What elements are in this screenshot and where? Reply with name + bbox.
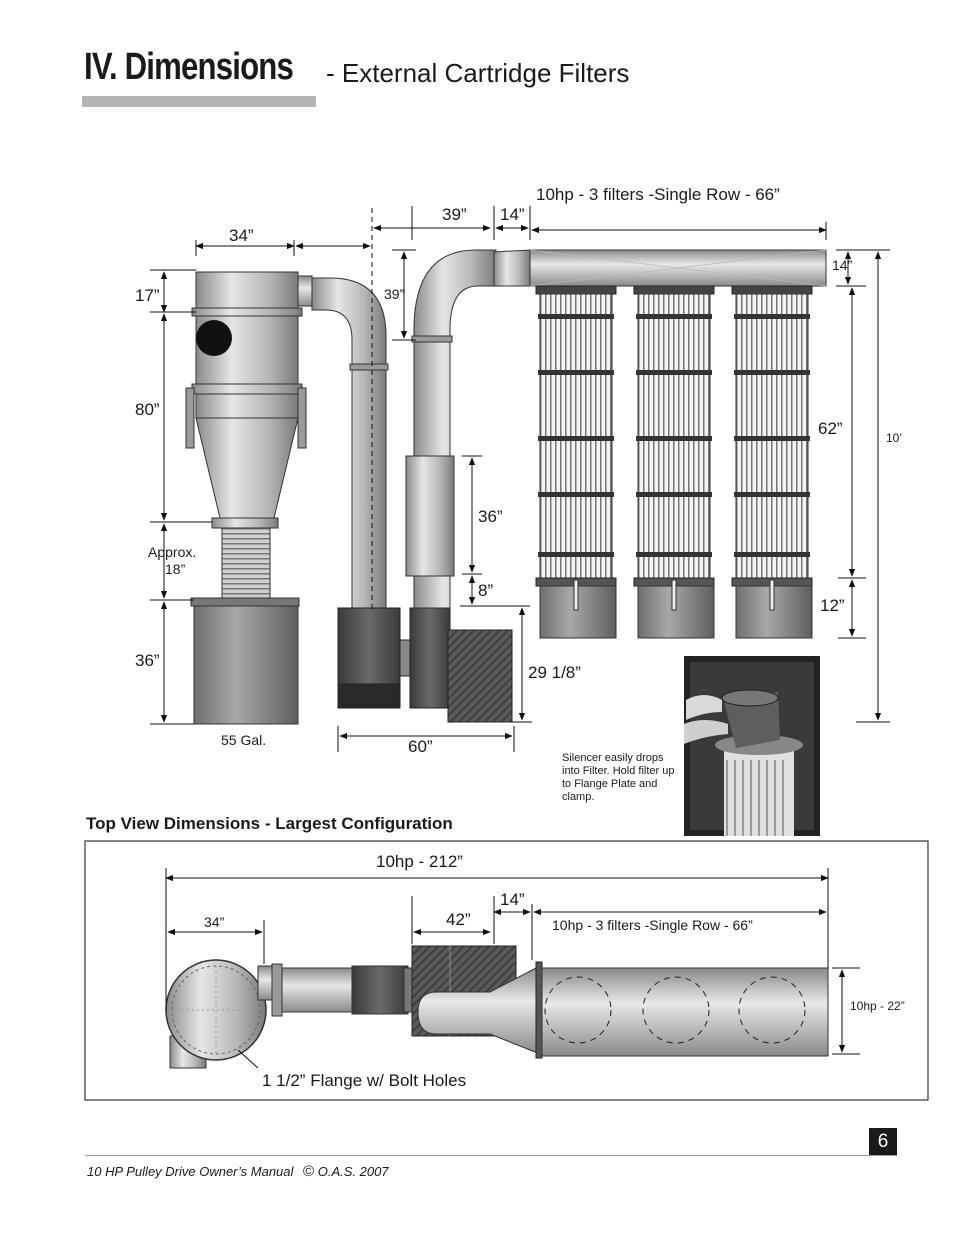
photo-caption: Silencer easily drops into Filter. Hold … [562, 752, 675, 803]
page-title: IV. Dimensions [84, 46, 294, 88]
dim-8-label: 8” [478, 581, 494, 600]
dim-width-label: 10hp - 22” [850, 999, 905, 1013]
duct-2 [405, 249, 531, 609]
page-subtitle: - External Cartridge Filters [326, 58, 630, 88]
flange-callout-label: 1 1/2” Flange w/ Bolt Holes [262, 1071, 467, 1090]
top-dimension-lines [165, 868, 860, 1055]
dim-36-left-label: 36” [135, 651, 160, 670]
dim-filters-row-topview-label: 10hp - 3 filters -Single Row - 66” [552, 917, 753, 933]
dim-39-vert-label: 39” [384, 286, 405, 302]
page-number: 6 [869, 1128, 897, 1156]
dim-18-label: 18” [165, 561, 186, 577]
blower [337, 593, 513, 723]
top-view-drawing [165, 945, 829, 1069]
dim-filters-row-label: 10hp - 3 filters -Single Row - 66” [536, 185, 780, 204]
flange-plate [529, 249, 827, 287]
collection-drum [193, 605, 299, 725]
cartridge-filter [731, 285, 813, 639]
dim-12-label: 12” [820, 596, 845, 615]
manual-title: 10 HP Pulley Drive Owner’s Manual [87, 1164, 294, 1179]
dim-34-label: 34” [229, 226, 254, 245]
top-view-heading: Top View Dimensions - Largest Configurat… [86, 814, 453, 833]
side-dimension-lines [150, 206, 890, 752]
motor [447, 629, 513, 723]
dim-60-label: 60” [408, 737, 433, 756]
dim-29-label: 29 1/8” [528, 663, 581, 682]
dim-10ft-label: 10’ [886, 431, 903, 445]
cartridge-filter [535, 285, 617, 639]
cyclone [185, 271, 307, 725]
footer-text: 10 HP Pulley Drive Owner’s Manual © O.A.… [87, 1163, 389, 1180]
dim-17-label: 17” [135, 286, 160, 305]
inlet-port [196, 320, 232, 356]
dim-62-label: 62” [818, 419, 843, 438]
dim-42-label: 42” [446, 910, 471, 929]
dim-39-top-label: 39” [442, 205, 467, 224]
title-underline [82, 96, 316, 107]
dim-overall-label: 10hp - 212” [376, 852, 463, 871]
dim-14-top-label: 14” [500, 205, 525, 224]
dim-36-pipe-label: 36” [478, 507, 503, 526]
dim-80-label: 80” [135, 400, 160, 419]
dim-34-topview-label: 34” [204, 914, 225, 930]
silencer-photo [684, 656, 820, 836]
dim-14-topview-label: 14” [500, 890, 525, 909]
cartridge-filter [633, 285, 715, 639]
top-view-frame [84, 840, 929, 1101]
copyright-symbol: © [303, 1163, 315, 1180]
duct-1 [297, 275, 389, 611]
dim-14-plate-label: 14” [832, 257, 853, 273]
copyright-text: O.A.S. 2007 [317, 1164, 389, 1179]
dim-approx-label: Approx. [148, 544, 197, 560]
footer-divider [85, 1155, 897, 1156]
drum-capacity-label: 55 Gal. [221, 732, 267, 748]
